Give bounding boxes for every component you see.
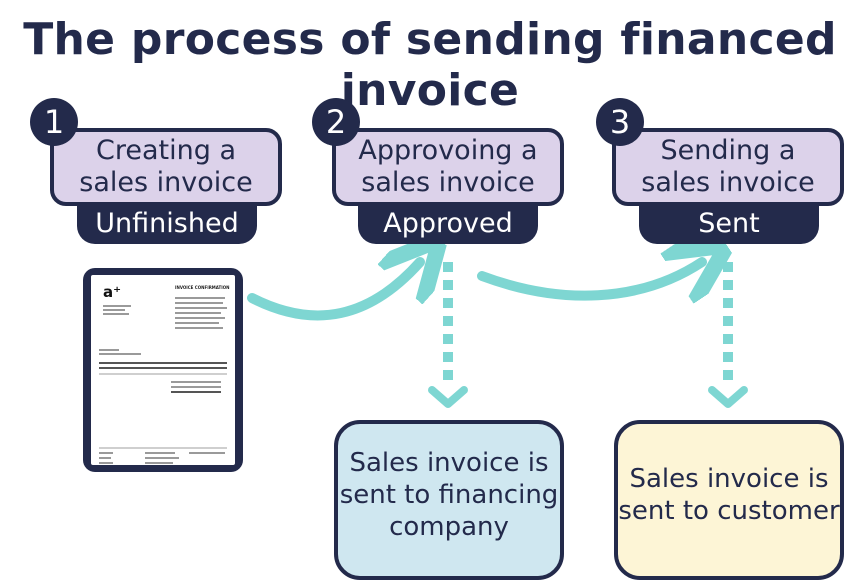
step-1-number: 1: [30, 98, 78, 146]
step-2-box: Approvoing a sales invoice: [332, 128, 564, 206]
invoice-heading: INVOICE CONFIRMATION: [175, 285, 230, 290]
step-1-label-line2: sales invoice: [79, 167, 253, 198]
step-2-label-line1: Approvoing a: [358, 135, 538, 166]
result-customer-line2: sent to customer: [618, 496, 840, 526]
step-2-number: 2: [312, 98, 360, 146]
step-3-box: Sending a sales invoice: [612, 128, 844, 206]
invoice-logo: a⁺: [103, 283, 122, 301]
step-1-label-line1: Creating a: [96, 135, 236, 166]
result-customer: Sales invoice is sent to customer: [614, 420, 844, 580]
arrow-head-step-3-down: [708, 386, 748, 408]
step-1-box: Creating a sales invoice: [50, 128, 282, 206]
result-customer-line1: Sales invoice is: [629, 464, 829, 494]
invoice-paper: a⁺ INVOICE CONFIRMATION: [91, 275, 235, 465]
step-3-number: 3: [596, 98, 644, 146]
step-2-label-line2: sales invoice: [361, 167, 535, 198]
step-3-label-line1: Sending a: [660, 135, 796, 166]
arrow-head-step-2-down: [428, 386, 468, 408]
result-financing-line3: company: [389, 512, 509, 542]
curved-arrow-2-to-3: [477, 262, 702, 296]
result-financing-line2: sent to financing: [339, 480, 559, 510]
result-financing-line1: Sales invoice is: [349, 448, 549, 478]
invoice-document-thumbnail: a⁺ INVOICE CONFIRMATION: [83, 268, 243, 472]
curved-arrow-1-to-2: [247, 262, 420, 321]
result-financing-company: Sales invoice is sent to financing compa…: [334, 420, 564, 580]
page-title: The process of sending financed invoice: [23, 14, 837, 116]
step-3-label-line2: sales invoice: [641, 167, 815, 198]
